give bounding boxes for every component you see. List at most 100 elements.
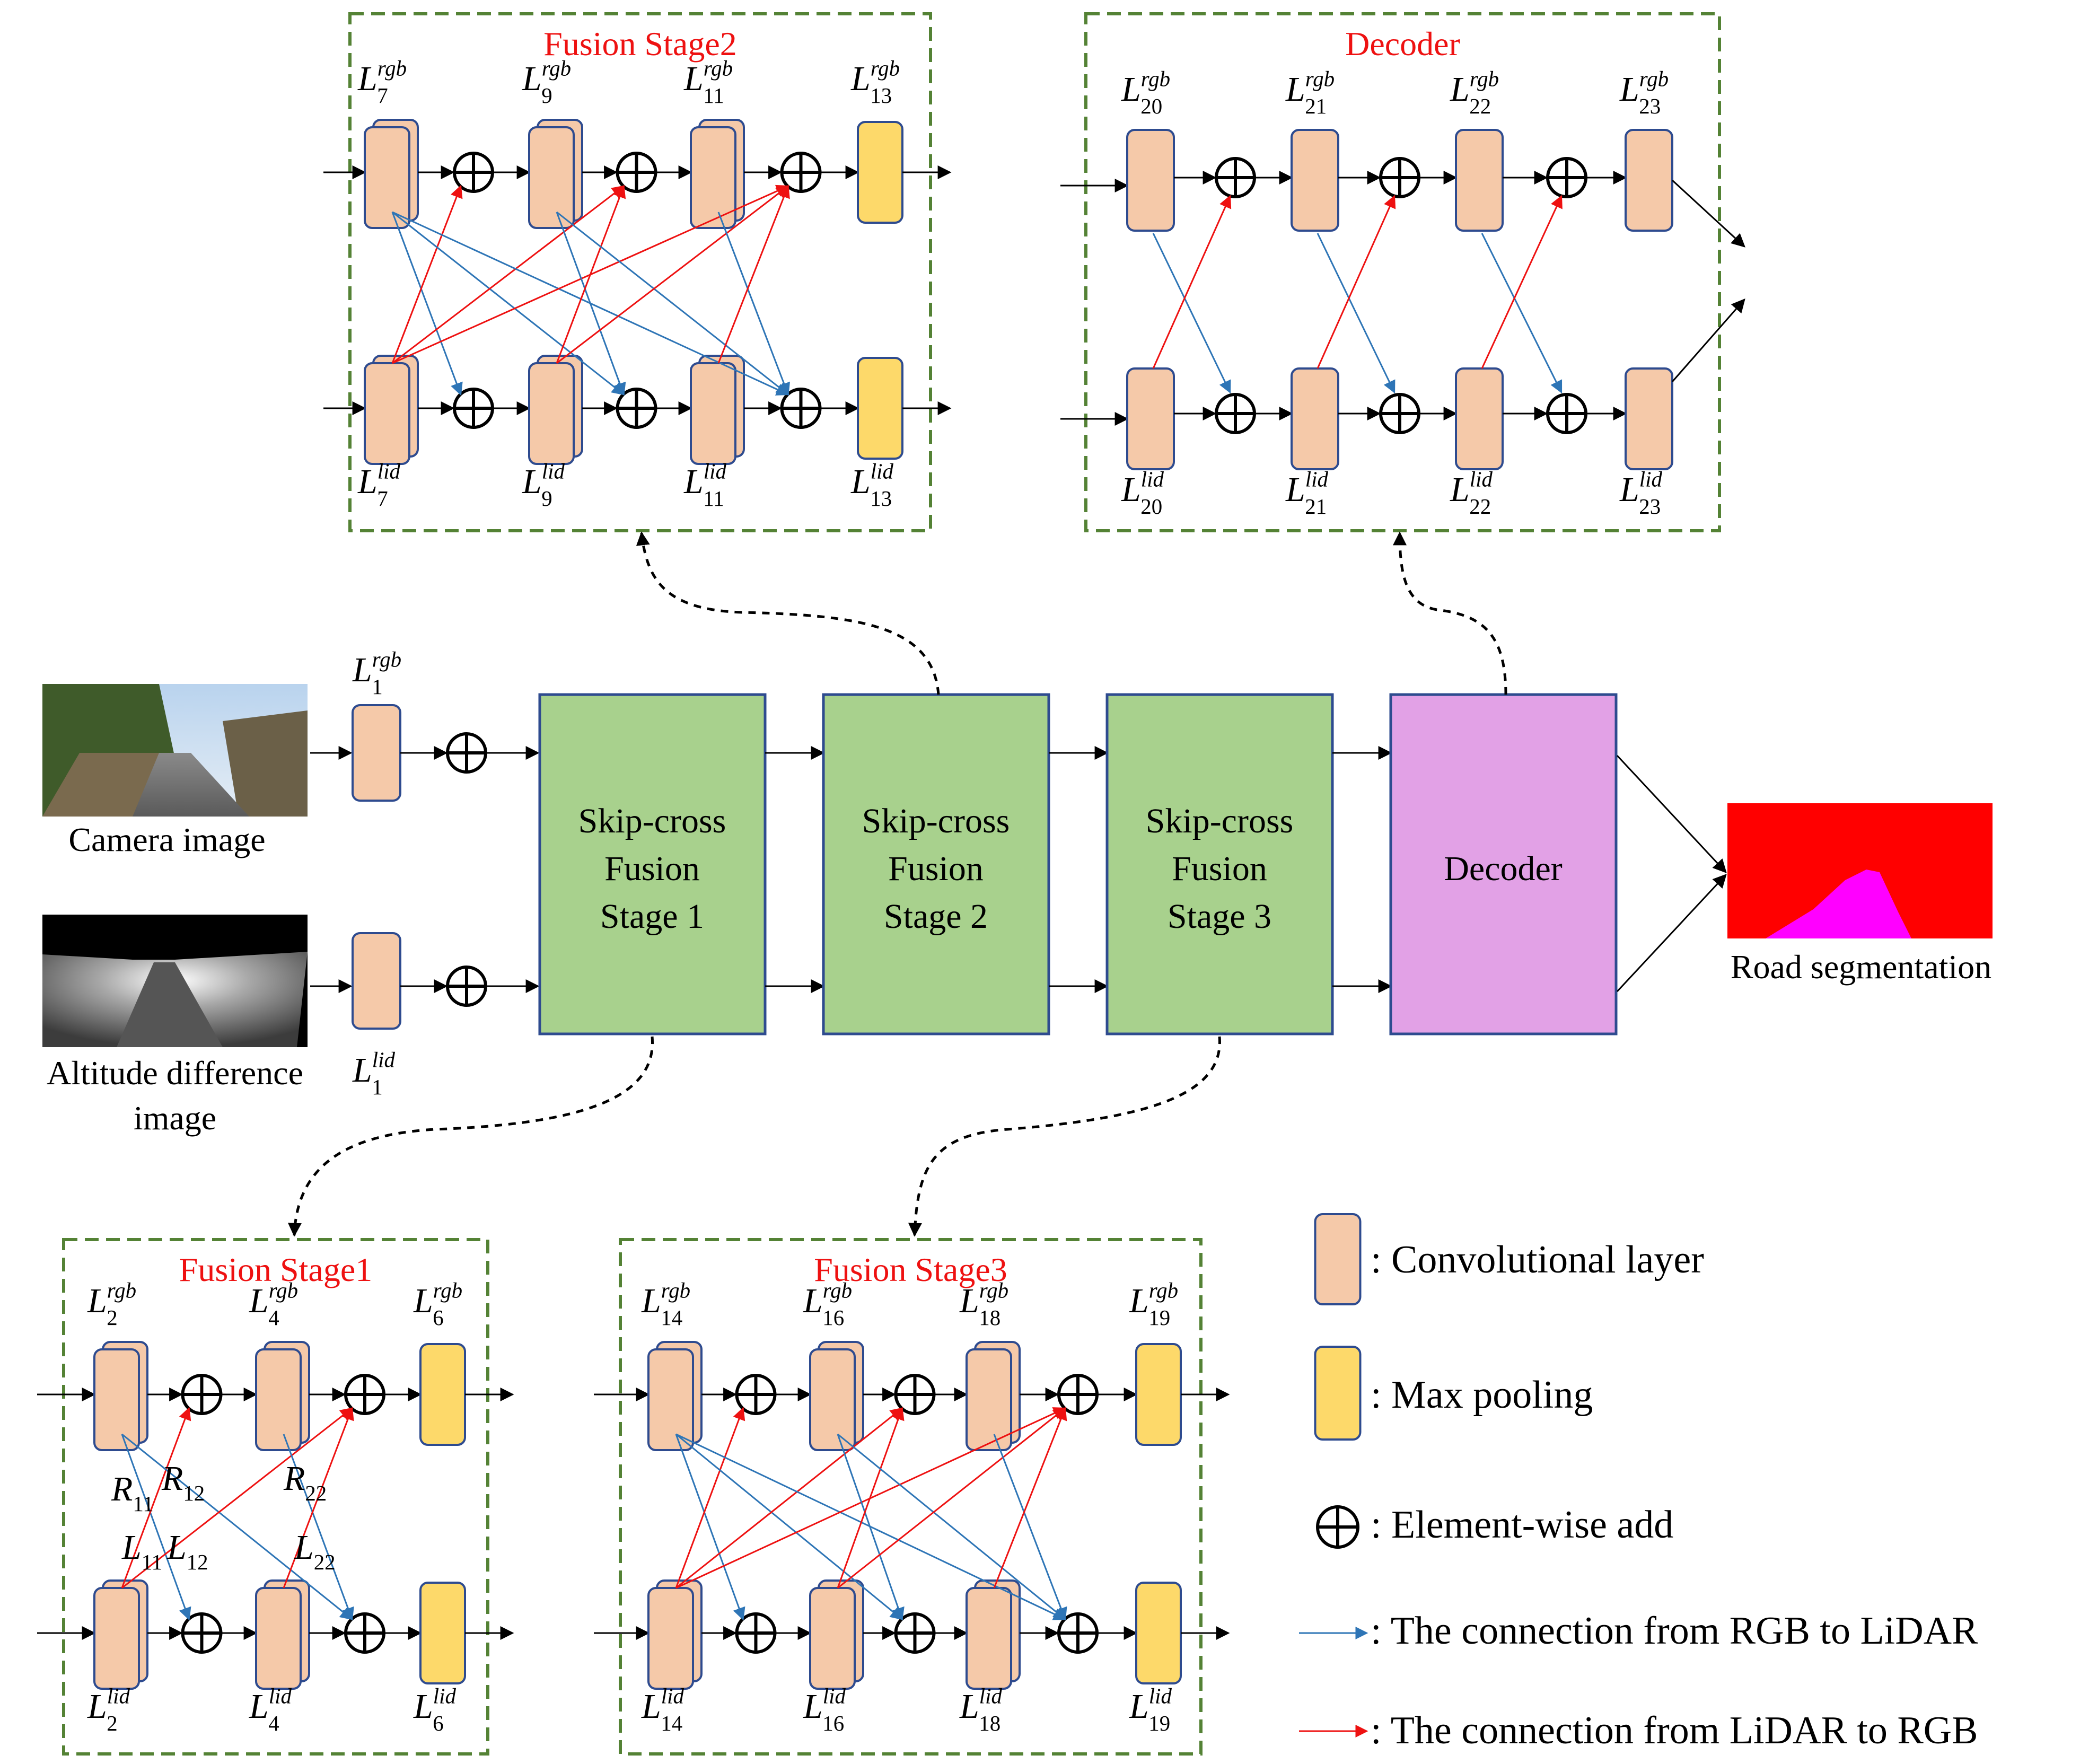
rgb-to-lidar-connection — [1481, 233, 1563, 394]
lidar-to-rgb-connection — [1152, 195, 1232, 369]
conv-layer-front — [966, 1348, 1012, 1451]
road-segmentation-output — [1727, 803, 1993, 938]
max-pooling-rgb — [1135, 1343, 1182, 1446]
max-pooling-lid — [857, 357, 903, 460]
element-wise-add-icon — [1379, 393, 1420, 434]
element-wise-add-icon — [453, 388, 494, 429]
conv-layer-front — [93, 1348, 140, 1451]
conv-layer-rgb — [1625, 129, 1673, 232]
decoder-block-rect — [1389, 693, 1618, 1035]
conv-layer-rgb — [690, 119, 745, 229]
link-stage3-detail — [908, 1036, 1221, 1237]
altitude-road — [117, 962, 223, 1047]
connection-weight-label: L22 — [294, 1528, 336, 1574]
conv-layer-rgb — [1455, 129, 1504, 232]
rgb-to-lidar-connection — [121, 1433, 353, 1620]
conv-layer-front — [93, 1587, 140, 1690]
rgb-to-lidar-connection — [556, 211, 789, 396]
stage-block-label: Skip-cross — [1146, 802, 1294, 840]
rgb-to-lidar-connection — [391, 212, 463, 396]
element-wise-add-icon — [1057, 1612, 1099, 1654]
conv-layer-front — [1625, 367, 1673, 470]
stage-block-label: Fusion — [604, 849, 700, 888]
conv-layer-front — [647, 1587, 694, 1690]
rgb-to-lidar-connection — [1317, 233, 1396, 394]
conv-layer-front — [352, 704, 401, 802]
conv-layer-front — [1314, 1213, 1362, 1305]
decoder-to-segmentation-arrow — [1616, 874, 1727, 993]
link-stage2-detail — [636, 531, 940, 695]
lidar-to-rgb-connection — [121, 1407, 191, 1589]
camera-wall-right — [223, 710, 308, 817]
stage-block-label: Skip-cross — [862, 802, 1010, 840]
rgb-to-lidar-connection — [675, 1434, 745, 1621]
element-wise-add-icon — [446, 732, 487, 774]
legend-add-label: : Element-wise add — [1371, 1503, 1673, 1547]
conv-layer-front — [1625, 129, 1673, 232]
stage-block-label: Stage 2 — [884, 897, 988, 936]
conv-layer-lid — [966, 1579, 1021, 1690]
legend-conv-label: : Convolutional layer — [1371, 1238, 1704, 1282]
conv-layer-front — [1455, 129, 1504, 232]
conv-layer-front — [528, 362, 575, 465]
conv-layer-front — [647, 1348, 694, 1451]
element-wise-add-icon — [1546, 157, 1587, 198]
element-wise-add-icon — [181, 1374, 223, 1415]
conv-layer-front — [809, 1587, 856, 1690]
conv-layer-lid — [809, 1579, 864, 1690]
element-wise-add-icon — [1215, 393, 1256, 434]
link-decoder-detail — [1393, 531, 1507, 695]
conv-layer-lid — [1625, 367, 1673, 470]
camera-caption: Camera image — [68, 821, 265, 858]
conv-layer-front — [255, 1587, 302, 1690]
max-pooling-rgb — [419, 1343, 466, 1446]
lidar-to-rgb-connection — [556, 185, 789, 364]
rgb-to-lidar-connection — [837, 1433, 1066, 1620]
rgb-to-lidar-connection — [283, 1434, 354, 1621]
conv-layer-front — [352, 932, 401, 1030]
link-stage1-detail — [287, 1036, 654, 1237]
element-wise-add-icon — [453, 152, 494, 193]
rgb-to-lidar-connection — [556, 212, 626, 396]
conv-layer-front — [1455, 367, 1504, 470]
legend-add-icon — [1316, 1505, 1359, 1549]
connection-weight-label: R12 — [161, 1459, 205, 1505]
lidar-to-rgb-connection — [717, 185, 790, 364]
max-pooling-rgb — [857, 121, 903, 224]
rgb-to-lidar-connection — [675, 1433, 903, 1620]
panel-frame — [62, 1238, 489, 1756]
lidar-to-rgb-connection — [993, 1407, 1067, 1589]
conv-layer-front — [364, 362, 410, 465]
lidar-to-rgb-connection — [837, 1407, 905, 1589]
stage-block-label: Skip-cross — [578, 802, 726, 840]
rgb-to-lidar-connection — [717, 212, 790, 396]
conv-layer-front — [690, 126, 736, 229]
lidar-to-rgb-connection — [1317, 195, 1396, 369]
conv-layer-front — [1291, 367, 1339, 470]
panel-frame — [1084, 12, 1721, 532]
conv-layer-lid — [1455, 367, 1504, 470]
element-wise-add-icon — [616, 152, 657, 193]
connection-weight-label: L12 — [166, 1528, 208, 1574]
conv-layer-lid — [647, 1579, 703, 1690]
stage-block-label: Fusion — [888, 849, 984, 888]
decoder-block-label: Decoder — [1444, 849, 1563, 888]
